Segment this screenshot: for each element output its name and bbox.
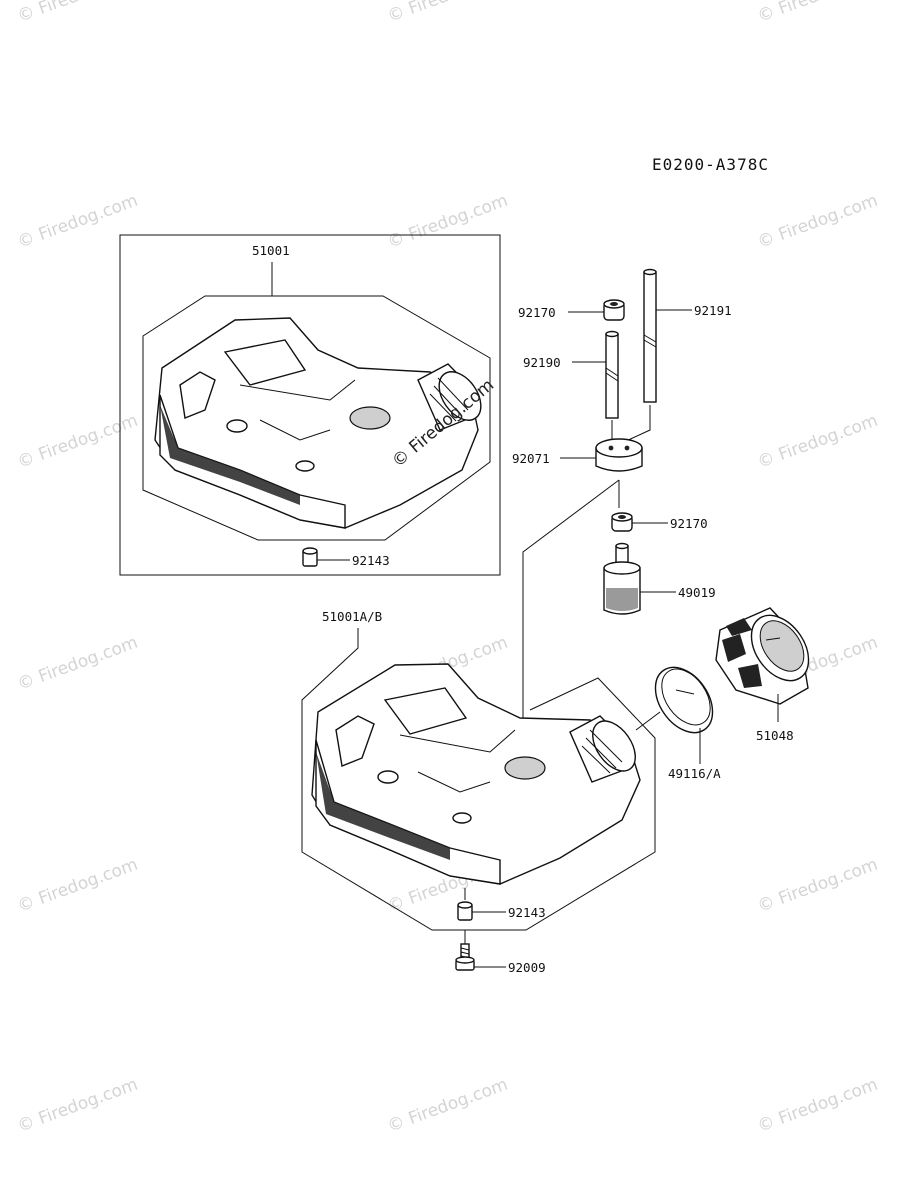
- watermark: © Firedog.com: [15, 1075, 141, 1137]
- leader-51001ab: [301, 628, 656, 931]
- label-92170-top: 92170: [518, 305, 556, 320]
- fuel-tank-51001ab: [311, 663, 641, 885]
- label-49019: 49019: [678, 585, 716, 600]
- label-92071: 92071: [512, 451, 550, 466]
- label-92170-mid: 92170: [670, 516, 708, 531]
- cap-components: 49116/A 51048: [635, 607, 810, 781]
- watermark: © Firedog.com: [755, 411, 881, 473]
- fuel-cap-51048: 51048: [715, 607, 810, 743]
- plug-92143-bottom: 92143: [457, 888, 546, 921]
- watermark: © Firedog.com: [755, 1075, 881, 1137]
- watermark: © Firedog.com: [15, 191, 141, 253]
- watermark: © Firedog.com: [385, 0, 511, 27]
- watermark: © Firedog.com: [15, 411, 141, 473]
- grommet-92071: 92071: [512, 438, 643, 472]
- watermark: © Firedog.com: [15, 855, 141, 917]
- label-92191: 92191: [694, 303, 732, 318]
- watermark: © Firedog.com: [385, 191, 511, 253]
- watermark: © Firedog.com: [385, 1075, 511, 1137]
- leader-51001: [142, 262, 491, 541]
- watermark: © Firedog.com: [755, 0, 881, 27]
- label-92143-bottom: 92143: [508, 905, 546, 920]
- screw-92009: 92009: [455, 943, 546, 975]
- watermark: © Firedog.com: [755, 191, 881, 253]
- leader-grommet-to-tank: [522, 479, 620, 762]
- fuel-tank-51001: [154, 317, 482, 529]
- gasket-49116a: 49116/A: [635, 666, 721, 781]
- fuel-filter-49019: 49019: [603, 542, 716, 615]
- label-92009: 92009: [508, 960, 546, 975]
- tube-guide-line: [623, 405, 651, 443]
- watermark: © Firedog.com: [755, 855, 881, 917]
- grommet-92170-mid: 92170: [611, 512, 708, 532]
- tube-92191: 92191: [643, 268, 732, 403]
- label-51048: 51048: [756, 728, 794, 743]
- label-51001: 51001: [252, 243, 290, 258]
- label-92190: 92190: [523, 355, 561, 370]
- plug-92143-top: 92143: [302, 547, 390, 568]
- diagram-code: E0200-A378C: [652, 155, 769, 174]
- label-51001ab: 51001A/B: [322, 609, 382, 624]
- watermark: © Firedog.com: [15, 0, 141, 27]
- grommet-92170-top: 92170: [518, 299, 625, 321]
- tube-92190: 92190: [523, 330, 619, 419]
- tank-51001ab-group: 51001A/B 92143: [301, 609, 656, 975]
- label-92143-top: 92143: [352, 553, 390, 568]
- label-49116a: 49116/A: [668, 766, 721, 781]
- fuel-line-components: 92170 92191 92190 92071: [512, 268, 732, 762]
- callout-box-51001: [119, 234, 501, 576]
- tank-51001-group: 51001 92143: [119, 234, 501, 576]
- watermark: © Firedog.com: [15, 633, 141, 695]
